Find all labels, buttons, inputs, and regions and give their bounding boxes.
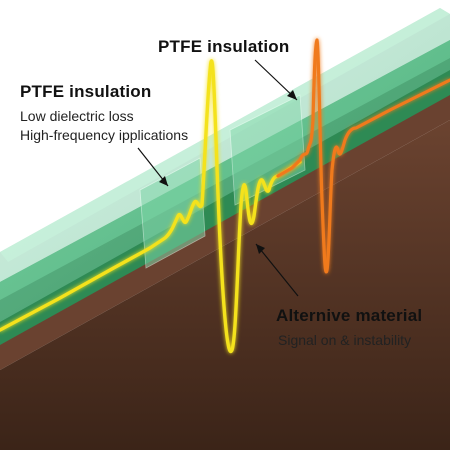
- arrow-top-label: [254, 59, 298, 101]
- left-label-line-1: Low dielectric loss: [20, 108, 134, 124]
- arrow-right-label: [255, 243, 299, 297]
- insulation-bar: [0, 8, 450, 322]
- yellow-signal-wave: [0, 59, 302, 354]
- arrow-left-label: [137, 147, 169, 187]
- insulation-bar-top: [0, 8, 450, 262]
- top-label-title: PTFE insulation: [158, 37, 290, 56]
- substrate-side: [0, 120, 450, 450]
- insulation-block-right: [229, 94, 306, 206]
- orange-signal-wave: [276, 38, 450, 274]
- left-label-line-2: High-frequency ipplications: [20, 127, 189, 143]
- right-label-title: Alternive material: [276, 306, 423, 325]
- left-label-title: PTFE insulation: [20, 82, 152, 101]
- right-label-line-1: Signal on & instability: [278, 332, 412, 348]
- insulation-block-left: [139, 157, 206, 269]
